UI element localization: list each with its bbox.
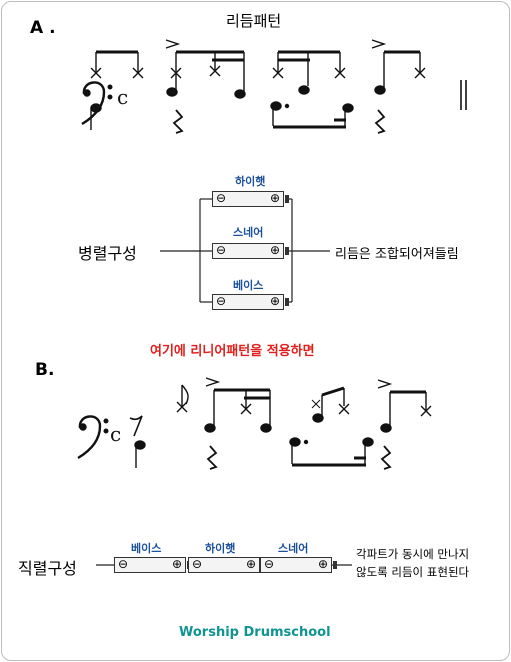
parallel-caption: 병렬구성 <box>78 244 137 263</box>
battery-hihat-b: ⊖ ⊕ <box>188 557 265 573</box>
battery-bass-a: ⊖ ⊕ <box>212 294 289 310</box>
battery-snare-b: ⊖ ⊕ <box>260 557 337 573</box>
battery-terminal-icon <box>285 247 289 255</box>
plus-icon: ⊕ <box>269 243 280 257</box>
plus-icon: ⊕ <box>269 191 280 205</box>
minus-icon: ⊖ <box>192 557 203 571</box>
battery-label-hihat-a: 하이햇 <box>235 175 266 188</box>
minus-icon: ⊖ <box>216 294 227 308</box>
series-note-line1: 각파트가 동시에 만나지 <box>356 547 470 561</box>
common-time-icon: c <box>117 85 128 109</box>
battery-label-bass-b: 베이스 <box>131 542 162 555</box>
linear-pattern-note: 여기에 리니어패턴을 적용하면 <box>150 344 315 359</box>
battery-label-snare-a: 스네어 <box>233 226 264 239</box>
combined-rhythm-caption: 리듬은 조합되어져들림 <box>335 247 459 262</box>
plus-icon: ⊕ <box>269 294 280 308</box>
plus-icon: ⊕ <box>171 557 182 571</box>
battery-snare-a: ⊖ ⊕ <box>212 243 289 259</box>
common-time-icon: c <box>110 422 121 446</box>
battery-terminal-icon <box>285 195 289 203</box>
rhythm-notation-a: c <box>81 39 467 134</box>
plus-icon: ⊕ <box>317 557 328 571</box>
footer-brand: Worship Drumschool <box>179 625 331 640</box>
section-b-label: B. <box>35 360 55 380</box>
bass-clef-icon <box>77 415 109 460</box>
battery-hihat-a: ⊖ ⊕ <box>212 191 289 207</box>
battery-label-hihat-b: 하이햇 <box>205 542 236 555</box>
series-note-line2: 않도록 리듬이 표현된다 <box>356 565 470 579</box>
battery-terminal-icon <box>285 298 289 306</box>
minus-icon: ⊖ <box>216 243 227 257</box>
battery-bass-b: ⊖ ⊕ <box>114 557 191 573</box>
section-a-label: A . <box>30 18 56 38</box>
battery-label-snare-b: 스네어 <box>278 542 309 555</box>
section-a-title: 리듬패턴 <box>226 12 282 30</box>
minus-icon: ⊖ <box>118 557 129 571</box>
plus-icon: ⊕ <box>245 557 256 571</box>
series-caption: 직렬구성 <box>18 559 77 578</box>
battery-label-bass-a: 베이스 <box>233 279 264 292</box>
minus-icon: ⊖ <box>216 191 227 205</box>
minus-icon: ⊖ <box>264 557 275 571</box>
battery-terminal-icon <box>333 561 337 569</box>
